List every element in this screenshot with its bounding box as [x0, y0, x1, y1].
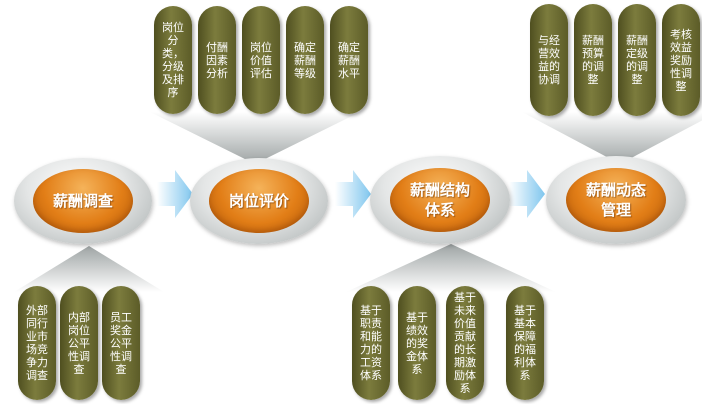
- arrow-right-icon: [509, 170, 545, 218]
- stage-node-structure: 薪酬结构体系: [370, 156, 510, 244]
- pill-text: 确定薪酬水平: [338, 40, 360, 80]
- funnel-survey: [14, 246, 164, 292]
- stage-node-job-evaluation: 岗位评价: [190, 158, 328, 244]
- pill-job-evaluation: 付酬因素分析: [198, 6, 236, 114]
- pill-dynamic-management: 考核效益奖励性调整: [662, 4, 700, 116]
- pill-text: 考核效益奖励性调整: [670, 27, 692, 93]
- pill-dynamic-management: 薪酬预算的调整: [574, 4, 612, 116]
- pill-text: 员工奖金公平性调查: [110, 310, 132, 376]
- stage-label-survey: 薪酬调查: [33, 169, 133, 233]
- pill-text: 内部岗位公平性调查: [68, 310, 90, 376]
- pill-survey: 内部岗位公平性调查: [60, 286, 98, 400]
- arrow-right-icon: [335, 170, 371, 218]
- pill-survey: 员工奖金公平性调查: [102, 286, 140, 400]
- stage-label-structure: 薪酬结构体系: [390, 168, 490, 232]
- pill-structure: 基于未来价值贡献的长期激励体系: [446, 286, 484, 400]
- arrow-right-icon: [157, 170, 193, 218]
- stage-text: 薪酬调查: [52, 192, 113, 210]
- pill-job-evaluation: 岗位分类，分级及排序: [154, 6, 192, 114]
- stage-label-job-evaluation: 岗位评价: [209, 169, 309, 233]
- funnel-dynamic-management: [522, 112, 702, 164]
- stage-text: 岗位评价: [228, 192, 289, 210]
- pill-structure: 基于职责和能力的工资体系: [352, 286, 390, 400]
- pill-job-evaluation: 岗位价值评估: [242, 6, 280, 114]
- pill-text: 外部同行业市场竞争力调查: [26, 304, 48, 382]
- pill-text: 薪酬定级的调整: [626, 34, 648, 86]
- pill-text: 基于绩效的奖金体系: [406, 310, 428, 376]
- pill-job-evaluation: 确定薪酬水平: [330, 6, 368, 114]
- stage-text: 薪酬动态管理: [585, 181, 646, 219]
- funnel-job-evaluation: [150, 112, 360, 164]
- stage-label-dynamic-management: 薪酬动态管理: [566, 168, 666, 232]
- pill-text: 岗位价值评估: [250, 40, 272, 80]
- pill-text: 基于基本保障的福利体系: [514, 304, 536, 382]
- pill-structure: 基于基本保障的福利体系: [506, 286, 544, 400]
- pill-text: 岗位分类，分级及排序: [162, 21, 184, 99]
- stage-node-dynamic-management: 薪酬动态管理: [546, 156, 686, 244]
- pill-dynamic-management: 与经营效益的协调: [530, 4, 568, 116]
- pill-text: 付酬因素分析: [206, 40, 228, 80]
- pill-text: 基于职责和能力的工资体系: [360, 304, 382, 382]
- pill-structure: 基于绩效的奖金体系: [398, 286, 436, 400]
- pill-text: 确定薪酬等级: [294, 40, 316, 80]
- pill-dynamic-management: 薪酬定级的调整: [618, 4, 656, 116]
- stage-node-survey: 薪酬调查: [14, 158, 152, 244]
- funnel-structure: [346, 244, 556, 292]
- pill-text: 与经营效益的协调: [538, 34, 560, 86]
- pill-text: 薪酬预算的调整: [582, 34, 604, 86]
- pill-survey: 外部同行业市场竞争力调查: [18, 286, 56, 400]
- pill-text: 基于未来价值贡献的长期激励体系: [454, 291, 476, 395]
- pill-job-evaluation: 确定薪酬等级: [286, 6, 324, 114]
- stage-text: 薪酬结构体系: [409, 181, 470, 219]
